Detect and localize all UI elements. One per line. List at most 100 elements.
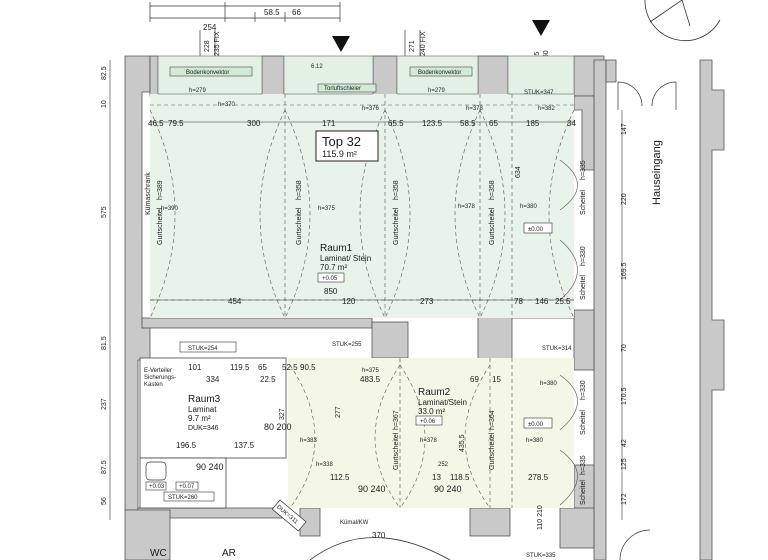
gurtscheitel-1: Gurtscheitel (157, 207, 164, 245)
torluftschleier-label: Torluftschleier (324, 86, 361, 92)
raum1-area: 70.7 m² (320, 263, 347, 272)
h-375: h=375 (318, 206, 336, 212)
d-334: 334 (206, 375, 220, 384)
h-383: h=383 (300, 438, 318, 444)
level-003: +0.03 (149, 484, 165, 490)
walls (124, 55, 725, 560)
d-277: 277 (335, 406, 342, 418)
door-wc: 90 240 (196, 462, 224, 472)
stuk-260: STUK=260 (168, 495, 198, 501)
h-375b: h=375 (362, 368, 380, 374)
toilet-fixture (145, 461, 167, 481)
dl-87-5: 87.5 (101, 460, 108, 474)
h-279-b: h=279 (428, 88, 446, 94)
dim-634: 634 (515, 166, 522, 178)
dl-575: 575 (101, 206, 108, 218)
h-380b: h=380 (526, 438, 544, 444)
top-unit-area: 115.9 m² (322, 149, 357, 159)
dr-70: 70 (621, 344, 628, 352)
d-13: 13 (432, 473, 441, 482)
h-378b: h=378 (458, 204, 476, 210)
d-65r: 65 (258, 363, 267, 372)
stair-arc (644, 0, 721, 41)
d-22-5: 22.5 (260, 375, 276, 384)
h-378c: h=378 (420, 438, 438, 444)
scheitel-4: Scheitel (580, 480, 587, 505)
scheitel-2: Scheitel (580, 275, 587, 300)
h-380c: h=380 (540, 381, 558, 387)
d-119-5: 119.5 (230, 363, 250, 372)
d-101: 101 (188, 363, 202, 372)
door-raum3-a: 80 200 (264, 422, 292, 432)
section-marker-right (532, 20, 550, 36)
scheitel-arches (559, 159, 578, 506)
raum1-floor: Laminat/ Stein (320, 254, 371, 263)
level-6-12: 6.12 (311, 64, 323, 70)
level-007: +0.07 (179, 484, 195, 490)
d-120: 120 (342, 297, 356, 306)
dl-82-5: 82.5 (101, 66, 108, 80)
d-850a: 850 (324, 287, 338, 296)
entrance-door-2 (651, 81, 677, 110)
lower-arch (309, 537, 451, 560)
gurtscheitel-5: Gurtscheitel (393, 432, 400, 470)
level-zero-raum2: ±0.00 (528, 422, 544, 428)
dr-170-5: 170.5 (621, 387, 628, 405)
door-raum2-a: 90 240 (358, 484, 386, 494)
dim-254: 254 (203, 23, 217, 32)
kaelte-label: Kümal/KW (340, 520, 369, 526)
ar-label: AR (222, 548, 236, 559)
dl-81-5: 81.5 (101, 336, 108, 350)
door-raum2-c: 110 210 (537, 505, 544, 530)
dl-10: 10 (101, 100, 108, 108)
h-389: h=389 (157, 180, 164, 200)
dim-58-5: 58.5 (264, 8, 280, 17)
sicherungs-label: Sicherungs- (144, 375, 176, 381)
top-unit-box (315, 130, 379, 162)
raum3-floor: Laminat (188, 405, 217, 414)
dim-240-fix: 240 FIX (420, 31, 427, 56)
wc-label: WC (150, 548, 167, 559)
h-358b: h=358 (393, 180, 400, 200)
h-378: h=378 (466, 106, 484, 112)
dl-237: 237 (101, 398, 108, 410)
level-box-raum2 (523, 417, 553, 429)
raum1-fill (150, 94, 574, 318)
d-69: 69 (470, 375, 479, 384)
d-435-5: 435.5 (459, 434, 466, 452)
d-79-5: 79.5 (168, 119, 184, 128)
bodenkonvektor-right (409, 66, 473, 77)
section-marker-left (332, 36, 350, 52)
h-335b: h=335 (580, 455, 587, 475)
d-370: 370 (372, 531, 386, 540)
d-112-5: 112.5 (330, 473, 350, 482)
window-bay-4 (507, 55, 575, 95)
d-278-5: 278.5 (528, 473, 549, 482)
raum2-fill (288, 358, 574, 508)
dr-220: 220 (621, 193, 628, 205)
raum1-level: +0.05 (322, 276, 338, 282)
raum3-name: Raum3 (188, 394, 221, 405)
room1-dim-lines (150, 121, 574, 301)
d-185: 185 (526, 119, 540, 128)
gurtscheitel-6: Gurtscheitel (489, 432, 496, 470)
raum2-level: +0.06 (420, 419, 436, 425)
d-25-5: 25.5 (555, 297, 571, 306)
top-unit-label: Top 32 (322, 134, 361, 149)
torluftschleier (317, 83, 377, 93)
raum3-box (139, 357, 287, 459)
stuk-335: STUK=335 (526, 553, 556, 559)
entrance-door-3 (619, 529, 651, 560)
d-65-5: 65.5 (388, 119, 404, 128)
gurtscheitel-3: Gurtscheitel (393, 207, 400, 245)
raum3-area: 9.7 m² (188, 414, 211, 423)
d-300: 300 (247, 119, 261, 128)
kuehlschrank-label: Kümaschrank (145, 172, 152, 215)
raum3-note: DUK=346 (188, 425, 219, 432)
raum1-name: Raum1 (320, 243, 353, 254)
dr-42: 42 (621, 439, 628, 447)
h-367: h=367 (393, 410, 400, 430)
d-273: 273 (420, 297, 434, 306)
